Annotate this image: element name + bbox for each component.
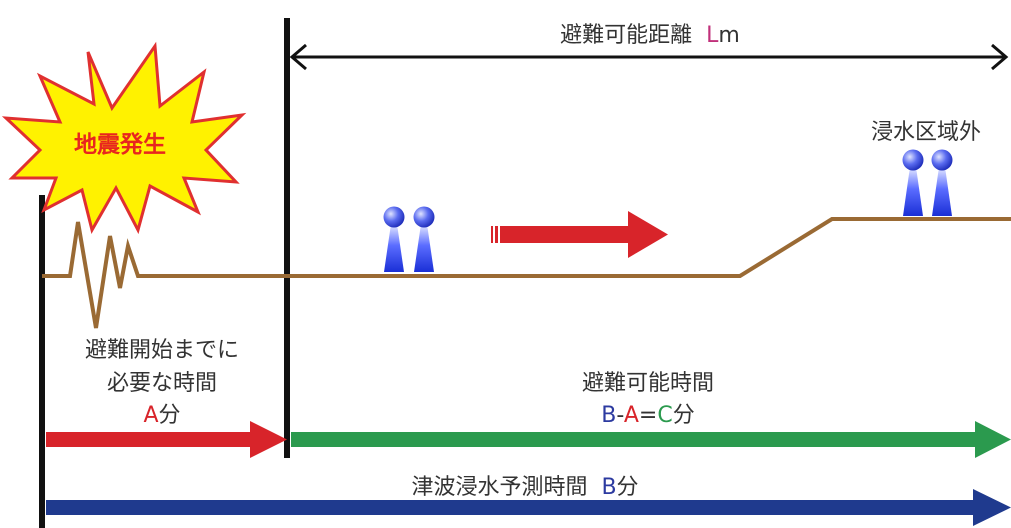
prep-time-value: A分	[143, 403, 180, 428]
distance-l-letter: L	[706, 23, 719, 48]
movement-arrow-icon	[491, 211, 668, 258]
evac-time-arrow	[291, 421, 1011, 458]
evac-time-label: 避難可能時間	[582, 371, 714, 396]
prep-time-line1: 避難開始までに	[85, 338, 239, 363]
prep-time-arrow	[46, 421, 287, 458]
evacuee-person-icon	[902, 149, 924, 216]
distance-arrow	[289, 43, 1009, 71]
prep-time-line2: 必要な時間	[107, 371, 217, 396]
ground-line	[287, 217, 1011, 278]
evacuee-person-icon	[413, 206, 435, 272]
evac-time-formula: B-A=C分	[601, 403, 694, 428]
evacuee-person-icon	[383, 206, 405, 272]
seismic-wave	[42, 221, 287, 329]
outside-zone-label: 浸水区域外	[871, 120, 981, 145]
earthquake-label: 地震発生	[74, 132, 166, 158]
earthquake-burst	[1, 41, 247, 235]
tsunami-time-arrow	[46, 489, 1011, 526]
evacuee-person-icon	[931, 149, 953, 216]
